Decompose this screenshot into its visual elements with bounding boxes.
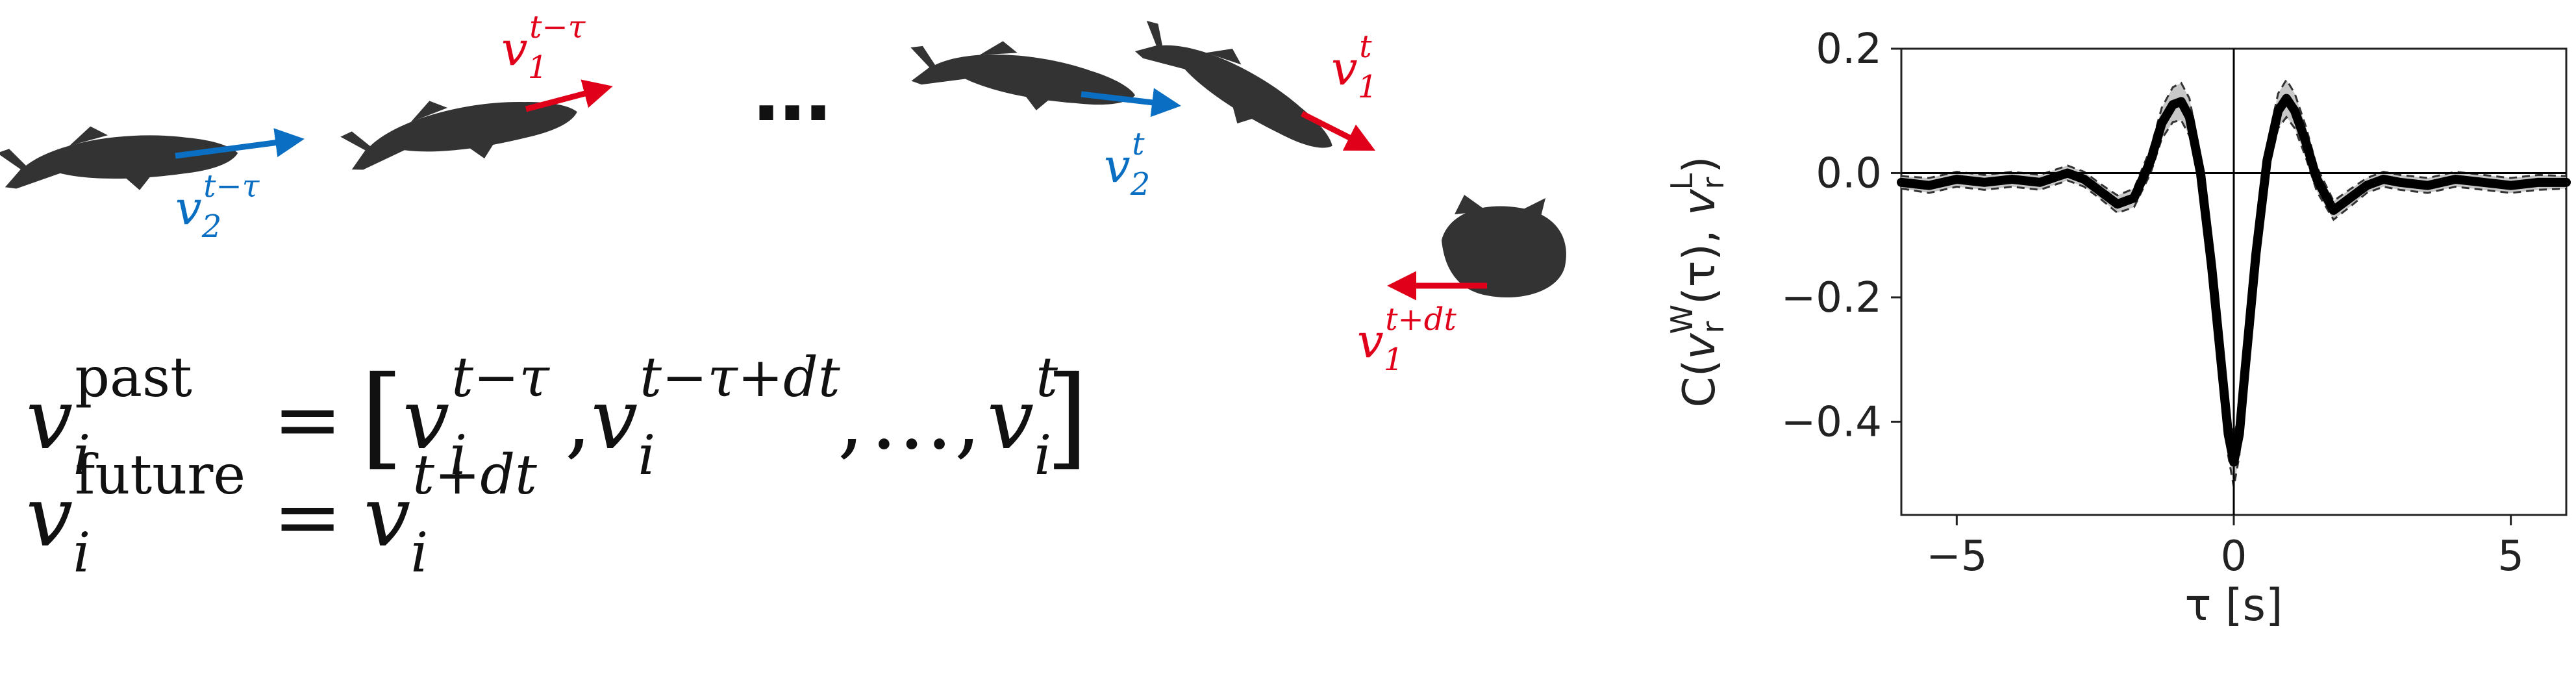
label-v2-now: v2t (1104, 126, 1150, 203)
equations: vipast=[vit−τ,vit−τ+dt,…,vit] vifuture=v… (26, 345, 1088, 584)
x-tick-label: 5 (2497, 532, 2524, 581)
velocity-v1-now-arrow (1300, 110, 1376, 151)
correlation-series-line (1897, 94, 2571, 467)
ellipsis: … (753, 49, 831, 139)
label-v2-past: v2t−τ (175, 168, 260, 245)
y-tick-label: −0.2 (1781, 274, 1882, 322)
equation-future: vifuture=vit+dt (26, 443, 537, 584)
x-axis-label: τ [s] (2184, 580, 2282, 631)
label-v1-past: v1t−τ (501, 9, 586, 86)
velocity-v1-past-arrow (525, 79, 613, 112)
y-tick-label: 0.2 (1816, 25, 1882, 73)
fish-1-now-icon (1125, 5, 1350, 171)
fish-illustration: … v2t−τ v1t−τ v2t v1t v1t+dt (0, 5, 1566, 378)
y-tick-label: −0.4 (1781, 398, 1882, 446)
fish-2-now-icon (904, 28, 1140, 124)
equation-past: vipast=[vit−τ,vit−τ+dt,…,vit] (26, 345, 1088, 487)
y-axis-label: C(vrW(τ), vrL) (1664, 156, 1731, 407)
label-v1-now: v1t (1331, 29, 1377, 105)
x-tick-label: 0 (2221, 532, 2247, 581)
velocity-v2-past-arrow (175, 128, 305, 159)
velocity-v2-now-arrow (1081, 88, 1181, 118)
fish-1-past-icon (336, 76, 582, 182)
y-tick-label: 0.0 (1816, 149, 1882, 197)
correlation-chart: −5 0 5 0.2 0.0 −0.2 −0.4 τ [s] C(vrW(τ), vrL) (1664, 25, 2571, 631)
fish-1-future-icon (1442, 195, 1566, 297)
x-tick-label: −5 (1926, 532, 1987, 581)
label-v1-future: v1t+dt (1357, 301, 1457, 378)
